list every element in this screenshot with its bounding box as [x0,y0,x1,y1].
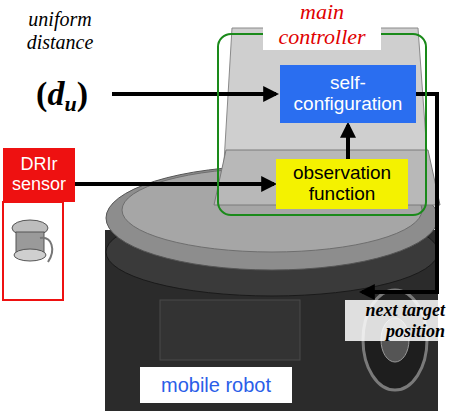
input-name: uniform distance [8,8,112,54]
paren: ( [36,75,47,112]
flow-arrow [75,182,274,186]
process-box: self-configuration [280,65,416,123]
robot-label-box: mobile robot [140,367,292,403]
controller-frame: self-configurationobservation functionma… [217,33,427,216]
process-box: observation function [276,159,408,209]
subscript: u [64,91,76,116]
robot-figure [105,28,440,411]
flow-arrow [346,125,350,159]
paren: ) [77,75,88,112]
sensor-figure [3,202,63,300]
node-text: main controller [263,0,381,50]
input-symbol: (du) [14,72,110,126]
symbol: d [47,75,64,112]
node-text: mobile robot [161,374,271,396]
node-text: self-configuration [280,73,416,115]
input-arrow [112,94,276,95]
node-text: DRIr sensor [3,155,75,195]
sensor-box: DRIr sensor [3,148,75,202]
node-text: observation function [276,163,408,205]
output-name: next target position [345,300,445,341]
